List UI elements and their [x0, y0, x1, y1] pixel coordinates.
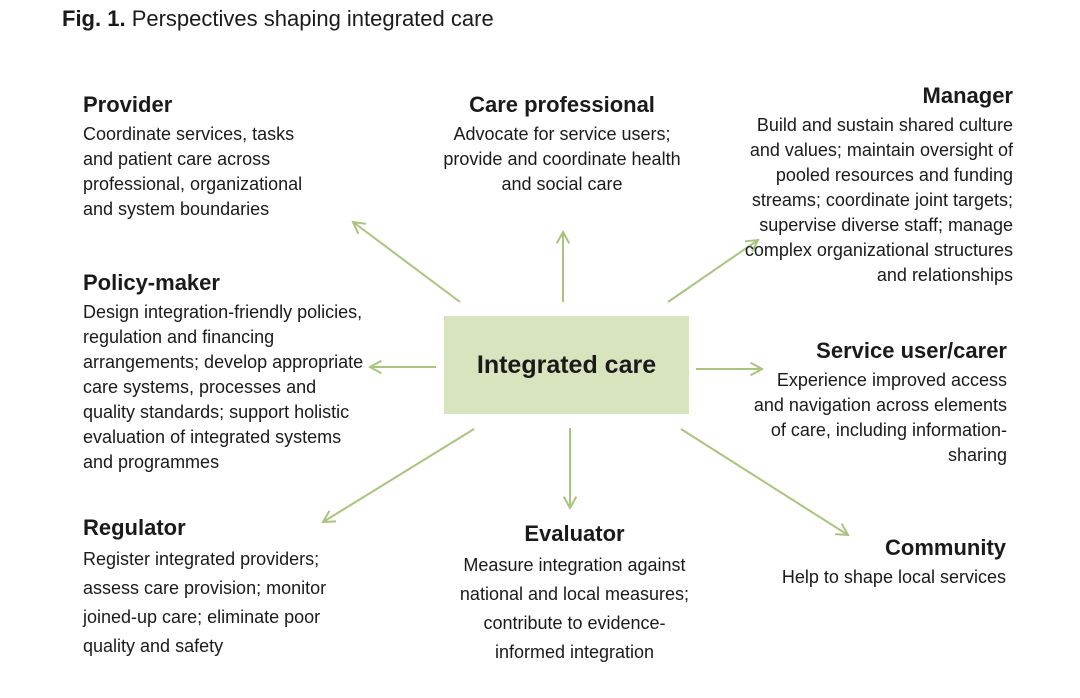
node-evaluator: Evaluator Measure integration against na… — [452, 521, 697, 667]
node-service-user: Service user/carer Experience improved a… — [750, 338, 1007, 468]
node-community: Community Help to shape local services — [770, 535, 1006, 590]
figure-title: Fig. 1. Perspectives shaping integrated … — [62, 6, 494, 32]
care-professional-heading: Care professional — [469, 92, 655, 117]
node-care-professional: Care professional Advocate for service u… — [432, 92, 692, 197]
arrow-to-service-user-head — [750, 361, 765, 377]
arrow-to-evaluator-head — [562, 496, 578, 511]
integrated-care-label: Integrated care — [476, 350, 657, 379]
arrow-to-policy-maker-head — [367, 359, 382, 375]
arrow-to-manager — [667, 238, 760, 303]
arrow-to-policy-maker — [367, 359, 436, 375]
arrow-to-regulator-head — [321, 510, 337, 524]
arrow-to-service-user — [696, 361, 765, 377]
arrow-to-manager-head — [744, 238, 760, 253]
manager-heading: Manager — [922, 83, 1013, 108]
regulator-heading: Regulator — [83, 515, 186, 540]
arrow-to-evaluator — [562, 428, 578, 511]
service-user-description: Experience improved access and navigatio… — [753, 370, 1007, 465]
integrated-care-box: Integrated care — [444, 316, 689, 414]
policy-maker-description: Design integration-friendly policies, re… — [83, 302, 364, 472]
policy-maker-heading: Policy-maker — [83, 270, 220, 295]
node-manager: Manager Build and sustain shared culture… — [740, 83, 1013, 288]
arrow-to-manager-line — [667, 239, 759, 303]
arrow-to-care-professional — [555, 229, 571, 302]
care-professional-description: Advocate for service users; provide and … — [443, 124, 681, 194]
node-policy-maker: Policy-maker Design integration-friendly… — [83, 270, 373, 475]
node-provider: Provider Coordinate services, tasks and … — [83, 92, 373, 222]
regulator-description: Register integrated providers; assess ca… — [83, 549, 327, 656]
provider-description: Coordinate services, tasks and patient c… — [83, 124, 303, 219]
community-heading: Community — [885, 535, 1006, 560]
arrow-to-provider-line — [352, 221, 461, 303]
arrow-to-community-head — [834, 523, 850, 537]
community-description: Help to shape local services — [781, 567, 1006, 587]
arrow-to-regulator-line — [322, 428, 475, 523]
arrow-to-regulator — [321, 428, 475, 524]
arrow-to-provider-head — [351, 220, 367, 235]
node-regulator: Regulator Register integrated providers;… — [83, 515, 343, 661]
evaluator-description: Measure integration against national and… — [459, 555, 690, 662]
provider-heading: Provider — [83, 92, 173, 117]
evaluator-heading: Evaluator — [524, 521, 625, 546]
arrow-to-care-professional-head — [555, 229, 571, 244]
service-user-heading: Service user/carer — [816, 338, 1007, 363]
arrow-to-community — [680, 428, 850, 537]
arrow-to-provider — [351, 220, 461, 303]
arrow-to-community-line — [680, 428, 849, 536]
figure-title-text: Perspectives shaping integrated care — [131, 6, 494, 31]
manager-description: Build and sustain shared culture and val… — [744, 115, 1013, 285]
figure-label: Fig. 1. — [62, 6, 126, 31]
